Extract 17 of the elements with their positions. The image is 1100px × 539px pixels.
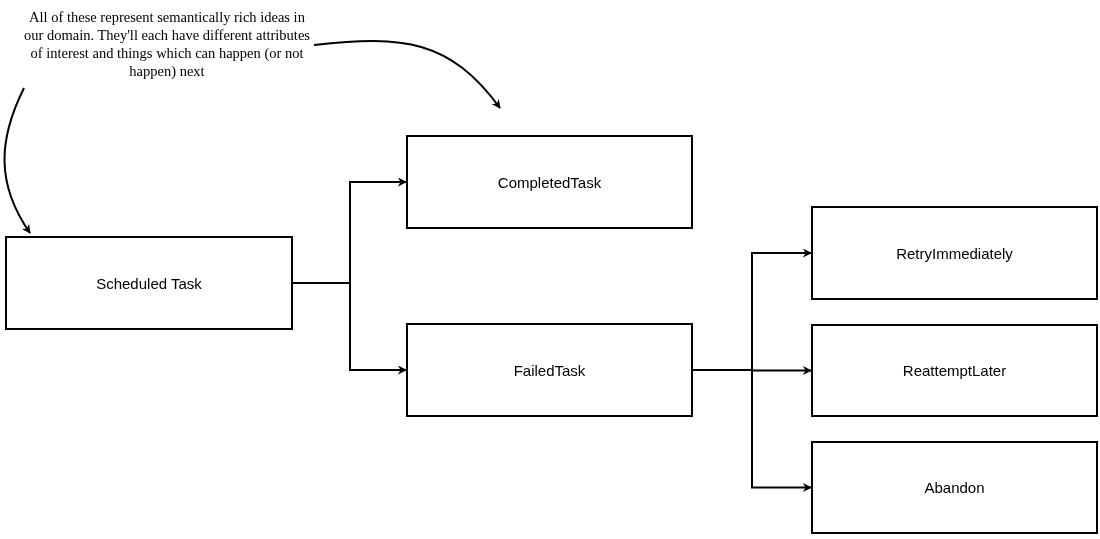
box-label: RetryImmediately <box>896 244 1013 262</box>
curved-arrow <box>313 40 501 109</box>
process-box <box>406 135 693 229</box>
process-box <box>811 441 1098 534</box>
annotation-text: All of these represent semantically rich ideas in our domain. They'll each have different attributes of interest and things which can happen (or not happen) next <box>22 8 312 80</box>
process-box <box>811 206 1098 300</box>
arrow <box>292 282 407 375</box>
curved-arrow <box>3 87 31 234</box>
box-label: Abandon <box>924 479 985 496</box>
arrow <box>692 369 812 492</box>
process-box <box>5 236 293 330</box>
process-box <box>811 324 1098 417</box>
box-label: ReattemptLater <box>902 362 1007 379</box>
box-label: CompletedTask <box>497 173 602 191</box>
box-label: FailedTask <box>513 361 586 379</box>
process-box <box>406 323 693 417</box>
box-label: Scheduled Task <box>96 274 202 292</box>
